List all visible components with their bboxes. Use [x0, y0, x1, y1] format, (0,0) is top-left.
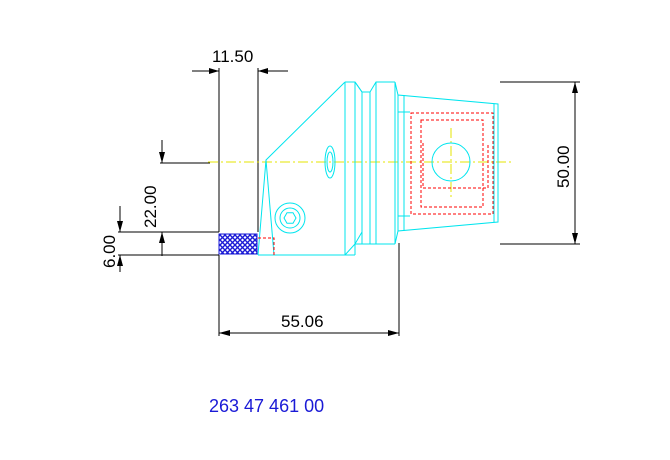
dimension-22-00: 22.00	[141, 140, 219, 256]
cutting-insert	[218, 233, 258, 255]
tool-body-outline	[257, 81, 499, 256]
dimension-50-00: 50.00	[500, 81, 580, 245]
hex-socket-icon	[283, 212, 297, 224]
cross-hole	[431, 142, 471, 182]
dimension-11-50: 11.50	[192, 47, 288, 232]
hidden-lines	[258, 112, 494, 255]
dim-label-11-50: 11.50	[212, 47, 253, 66]
coolant-hole	[324, 145, 336, 179]
dim-label-6-00: 6.00	[100, 235, 119, 268]
dim-label-50-00: 50.00	[554, 145, 573, 188]
clamp-screw-inner	[279, 207, 301, 229]
dimension-55-06: 55.06	[218, 243, 400, 336]
clamp-screw-outer	[274, 202, 306, 234]
dim-label-22-00: 22.00	[141, 185, 160, 228]
dimension-6-00: 6.00	[100, 206, 219, 272]
part-number: 263 47 461 00	[209, 396, 324, 416]
dim-label-55-06: 55.06	[281, 312, 324, 331]
